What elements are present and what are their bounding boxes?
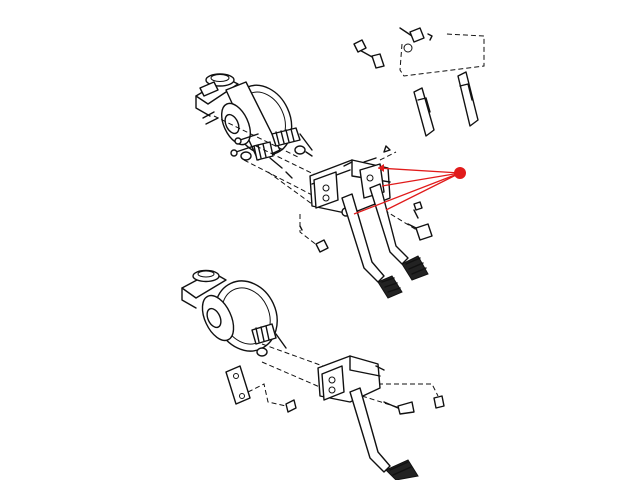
clutch-pedal-icon <box>341 193 403 299</box>
nut-icon <box>299 145 433 253</box>
booster-pushrod-icon <box>251 323 287 357</box>
pedal-bracket-icon <box>309 157 391 217</box>
brake-pedal-icon <box>349 387 419 480</box>
pedal-bracket-icon <box>317 355 385 403</box>
pedal-arms-detail <box>353 27 485 137</box>
booster-pushrod-icon <box>240 127 313 169</box>
lower-assembly <box>181 269 445 480</box>
bolt-icon <box>230 133 313 179</box>
callout-marker-icon <box>353 164 466 215</box>
nut-icon <box>225 365 445 415</box>
master-cylinder-icon <box>195 73 239 125</box>
upper-assembly <box>195 27 485 299</box>
master-cylinder-icon <box>181 269 227 309</box>
